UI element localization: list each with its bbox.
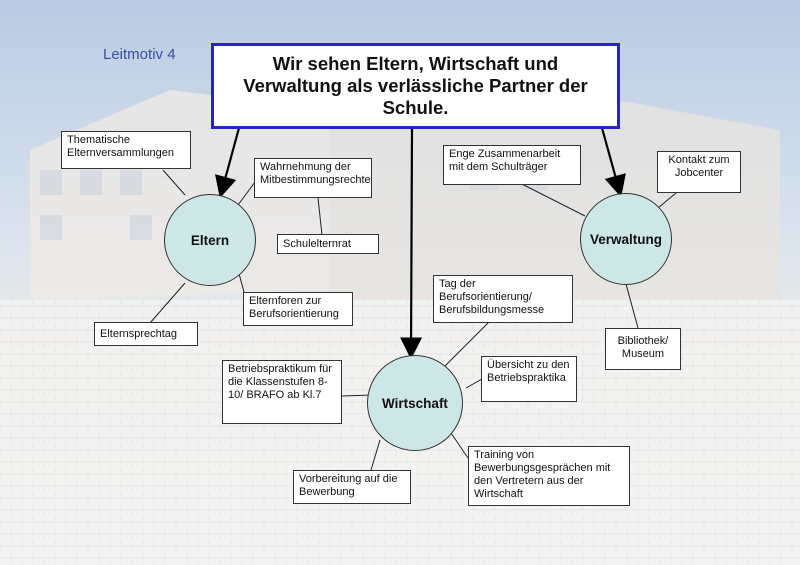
node-eltern: Eltern (164, 194, 256, 286)
box-jobcenter: Kontakt zum Jobcenter (657, 151, 741, 193)
node-eltern-label: Eltern (190, 232, 230, 248)
box-jobcenter-text: Kontakt zum Jobcenter (668, 154, 730, 179)
box-elternforen: Elternforen zur Berufsorientierung (243, 292, 353, 326)
box-elternversammlungen: Thematische Elternversammlungen (61, 131, 191, 169)
box-bewerbungstraining: Training von Bewerbungsgesprächen mit de… (468, 446, 630, 506)
box-bewerbungstraining-text: Training von Bewerbungsgesprächen mit de… (474, 449, 611, 500)
node-wirtschaft-label: Wirtschaft (382, 395, 448, 411)
box-berufsorientierung: Tag der Berufsorientierung/ Berufsbildun… (433, 275, 573, 323)
title-box: Wir sehen Eltern, Wirtschaft und Verwalt… (211, 43, 620, 129)
box-schultraeger-text: Enge Zusammenarbeit mit dem Schulträger (449, 148, 561, 173)
box-elternforen-text: Elternforen zur Berufsorientierung (249, 295, 339, 320)
box-elternsprechtag: Elternsprechtag (94, 322, 198, 346)
box-schulelternrat: Schulelternrat (277, 234, 379, 254)
title-text: Wir sehen Eltern, Wirtschaft und Verwalt… (243, 53, 588, 118)
box-bewerbungsvorbereitung-text: Vorbereitung auf die Bewerbung (299, 473, 398, 498)
box-schultraeger: Enge Zusammenarbeit mit dem Schulträger (443, 145, 581, 185)
node-verwaltung-label: Verwaltung (589, 231, 662, 247)
leitmotiv-label: Leitmotiv 4 (103, 46, 176, 63)
box-elternversammlungen-text: Thematische Elternversammlungen (67, 134, 174, 159)
box-schulelternrat-text: Schulelternrat (283, 238, 351, 250)
box-betriebspraktika: Übersicht zu den Betriebspraktika (481, 356, 577, 402)
box-berufsorientierung-text: Tag der Berufsorientierung/ Berufsbildun… (439, 278, 545, 316)
node-verwaltung: Verwaltung (580, 193, 672, 285)
box-bewerbungsvorbereitung: Vorbereitung auf die Bewerbung (293, 470, 411, 504)
box-mitbestimmung-text: Wahrnehmung der Mitbestimmungsrechte (260, 161, 371, 186)
box-mitbestimmung: Wahrnehmung der Mitbestimmungsrechte (254, 158, 372, 198)
box-betriebspraktikum-text: Betriebspraktikum für die Klassenstufen … (228, 363, 332, 401)
box-betriebspraktikum: Betriebspraktikum für die Klassenstufen … (222, 360, 342, 424)
node-wirtschaft: Wirtschaft (367, 355, 463, 451)
box-bibliothek: Bibliothek/ Museum (605, 328, 681, 370)
box-betriebspraktika-text: Übersicht zu den Betriebspraktika (487, 359, 570, 384)
box-bibliothek-text: Bibliothek/ Museum (617, 335, 669, 360)
box-elternsprechtag-text: Elternsprechtag (100, 328, 178, 340)
